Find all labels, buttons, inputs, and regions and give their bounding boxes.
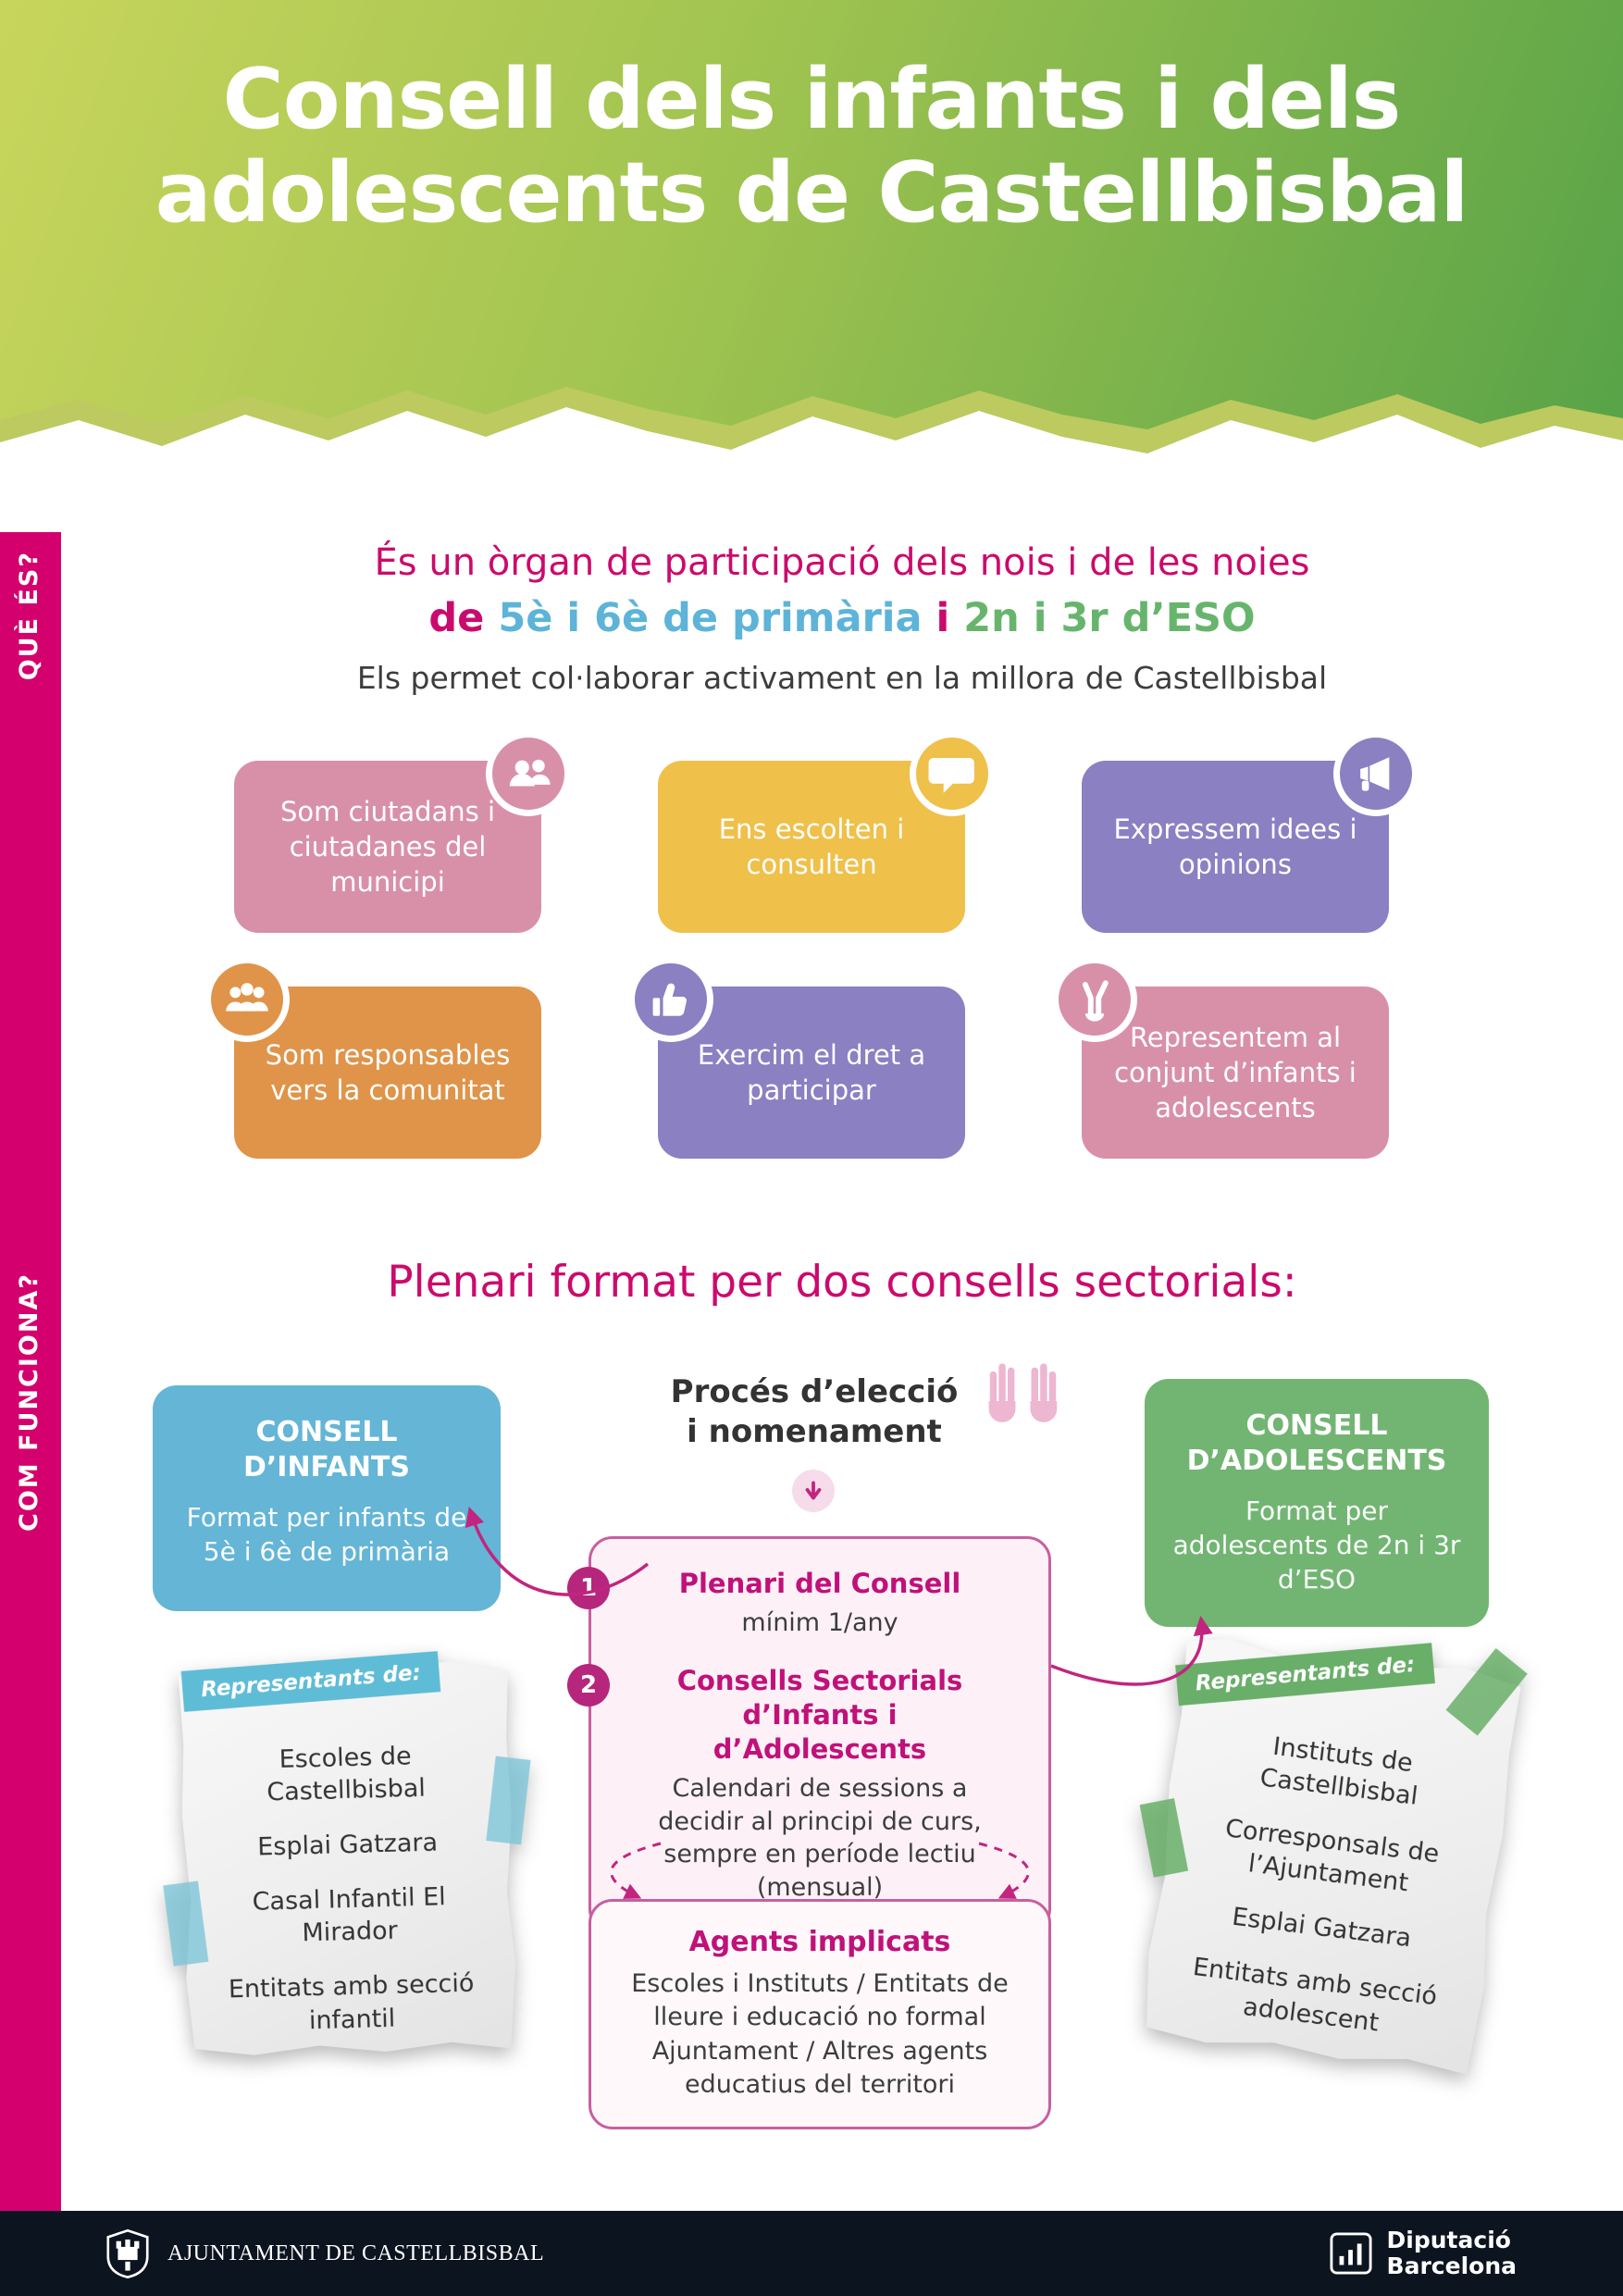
footer-bar: AJUNTAMENT DE CASTELLBISBAL Diputació Ba… bbox=[0, 2211, 1623, 2296]
sidebar-label-com-funciona: COM FUNCIONA? bbox=[15, 1272, 43, 1532]
header-banner: Consell dels infants i dels adolescents … bbox=[0, 0, 1623, 435]
card-label: Representem al conjunt d’infants i adole… bbox=[1114, 1021, 1357, 1124]
representants-adolescents-note: Representants de: Instituts de Castellbi… bbox=[1139, 1633, 1528, 2075]
sidebar-label-que-es: QUÈ ÉS? bbox=[15, 551, 43, 681]
list-item: Corresponsals de l’Ajuntament bbox=[1223, 1814, 1442, 1898]
intro-eso: 2n i 3r d’ESO bbox=[963, 595, 1256, 641]
consell-infants-desc: Format per infants de 5è i 6è de primàri… bbox=[186, 1502, 467, 1567]
section-sidebar: QUÈ ÉS? COM FUNCIONA? bbox=[0, 532, 61, 2212]
list-item: Esplai Gatzara bbox=[256, 1828, 439, 1862]
card-label: Som responsables vers la comunitat bbox=[265, 1038, 511, 1106]
community-icon bbox=[204, 957, 290, 1042]
card-row-2: Som responsables vers la comunitat Exerc… bbox=[204, 957, 1389, 1159]
card-label: Ens escolten i consulten bbox=[718, 813, 905, 880]
diputacio-label-line1: Diputació bbox=[1386, 2227, 1511, 2253]
card-row-1: Som ciutadans i ciutadanes del municipi … bbox=[234, 731, 1419, 933]
thumbs-up-icon bbox=[628, 957, 713, 1042]
intro-line3: Els permet col·laborar activament en la … bbox=[356, 660, 1328, 696]
card-ciutadans: Som ciutadans i ciutadanes del municipi bbox=[234, 731, 571, 933]
card-expressem: Expressem idees i opinions bbox=[1082, 731, 1419, 933]
representants-list: Escoles de Castellbisbal Esplai Gatzara … bbox=[201, 1738, 497, 2040]
torn-paper-edge bbox=[0, 387, 1623, 502]
consell-adolescents-box: CONSELL D’ADOLESCENTS Format per adolesc… bbox=[1145, 1379, 1489, 1627]
ajuntament-label: AJUNTAMENT DE CASTELLBISBAL bbox=[167, 2240, 545, 2265]
process-title: Procés d’elecció i nomenament bbox=[638, 1372, 990, 1451]
card-label: Expressem idees i opinions bbox=[1113, 813, 1357, 880]
process-title-line1: Procés d’elecció bbox=[670, 1373, 959, 1410]
page-title-line1: Consell dels infants i dels bbox=[222, 51, 1402, 148]
intro-line1: És un òrgan de participació dels nois i … bbox=[374, 541, 1310, 584]
intro-block: És un òrgan de participació dels nois i … bbox=[61, 541, 1623, 696]
plenari-item-2: 2 Consells Sectorials d’Infants i d’Adol… bbox=[567, 1663, 1008, 1905]
page-title-line2: adolescents de Castellbisbal bbox=[155, 143, 1469, 242]
citizens-icon bbox=[486, 731, 571, 816]
plenari-item-1-sub: mínim 1/any bbox=[741, 1608, 898, 1638]
plenari-item-1-title: Plenari del Consell bbox=[678, 1568, 961, 1599]
ajuntament-logo: AJUNTAMENT DE CASTELLBISBAL bbox=[106, 2228, 544, 2279]
list-item: Escoles de Castellbisbal bbox=[266, 1742, 427, 1807]
speech-bubble-icon bbox=[910, 731, 995, 816]
representants-infants-note: Representants de: Escoles de Castellbisb… bbox=[163, 1651, 531, 2056]
agents-desc: Escoles i Instituts / Entitats de lleure… bbox=[631, 1969, 1009, 2100]
megaphone-icon bbox=[1333, 731, 1419, 816]
card-label: Som ciutadans i ciutadanes del municipi bbox=[279, 795, 496, 899]
consell-infants-box: CONSELL D’INFANTS Format per infants de … bbox=[153, 1385, 501, 1611]
intro-line2-mid: i bbox=[922, 595, 964, 641]
benefit-cards: Som ciutadans i ciutadanes del municipi … bbox=[204, 731, 1419, 1159]
card-responsables: Som responsables vers la comunitat bbox=[204, 957, 541, 1159]
diputacio-label: Diputació Barcelona bbox=[1387, 2228, 1517, 2279]
down-arrow-icon bbox=[792, 1470, 835, 1512]
plenari-box: 1 Plenari del Consell mínim 1/any 2 Cons… bbox=[567, 1536, 1051, 1933]
card-escolten: Ens escolten i consulten bbox=[658, 731, 995, 933]
diputacio-logo: Diputació Barcelona bbox=[1330, 2228, 1517, 2279]
section2-heading: Plenari format per dos consells sectoria… bbox=[387, 1257, 1297, 1308]
card-representem: Representem al conjunt d’infants i adole… bbox=[1052, 957, 1389, 1159]
step-2-badge: 2 bbox=[567, 1663, 610, 1706]
list-item: Casal Infantil El Mirador bbox=[252, 1882, 447, 1948]
plenari-item-2-sub: Calendari de sessions a decidir al princ… bbox=[658, 1774, 982, 1902]
raised-hands-icon bbox=[988, 1363, 1058, 1422]
agents-title: Agents implicats bbox=[688, 1926, 951, 1958]
intro-primaria: 5è i 6è de primària bbox=[498, 595, 923, 641]
representants-list: Instituts de Castellbisbal Corresponsals… bbox=[1162, 1720, 1492, 2048]
castle-shield-icon bbox=[106, 2228, 149, 2279]
consell-adolescents-title: CONSELL D’ADOLESCENTS bbox=[1186, 1409, 1447, 1477]
list-item: Esplai Gatzara bbox=[1230, 1903, 1413, 1954]
process-title-line2: i nomenament bbox=[687, 1412, 942, 1450]
page-title: Consell dels infants i dels adolescents … bbox=[0, 0, 1623, 241]
intro-line2-prefix: de bbox=[428, 595, 499, 641]
plenari-item-1: 1 Plenari del Consell mínim 1/any bbox=[567, 1567, 1008, 1640]
consell-infants-title: CONSELL D’INFANTS bbox=[242, 1416, 410, 1483]
list-item: Entitats amb secció infantil bbox=[228, 1968, 475, 2035]
card-label: Exercim el dret a participar bbox=[697, 1038, 926, 1106]
diputacio-icon bbox=[1330, 2232, 1372, 2275]
agents-box: Agents implicats Escoles i Instituts / E… bbox=[588, 1899, 1051, 2129]
consell-adolescents-desc: Format per adolescents de 2n i 3r d’ESO bbox=[1172, 1496, 1461, 1595]
plenari-item-2-title: Consells Sectorials d’Infants i d’Adoles… bbox=[676, 1664, 963, 1765]
step-1-badge: 1 bbox=[567, 1567, 610, 1609]
intro-line2: de 5è i 6è de primària i 2n i 3r d’ESO bbox=[61, 595, 1623, 641]
card-participar: Exercim el dret a participar bbox=[628, 957, 965, 1159]
victory-hand-icon bbox=[1052, 957, 1137, 1042]
diputacio-label-line2: Barcelona bbox=[1386, 2253, 1517, 2279]
